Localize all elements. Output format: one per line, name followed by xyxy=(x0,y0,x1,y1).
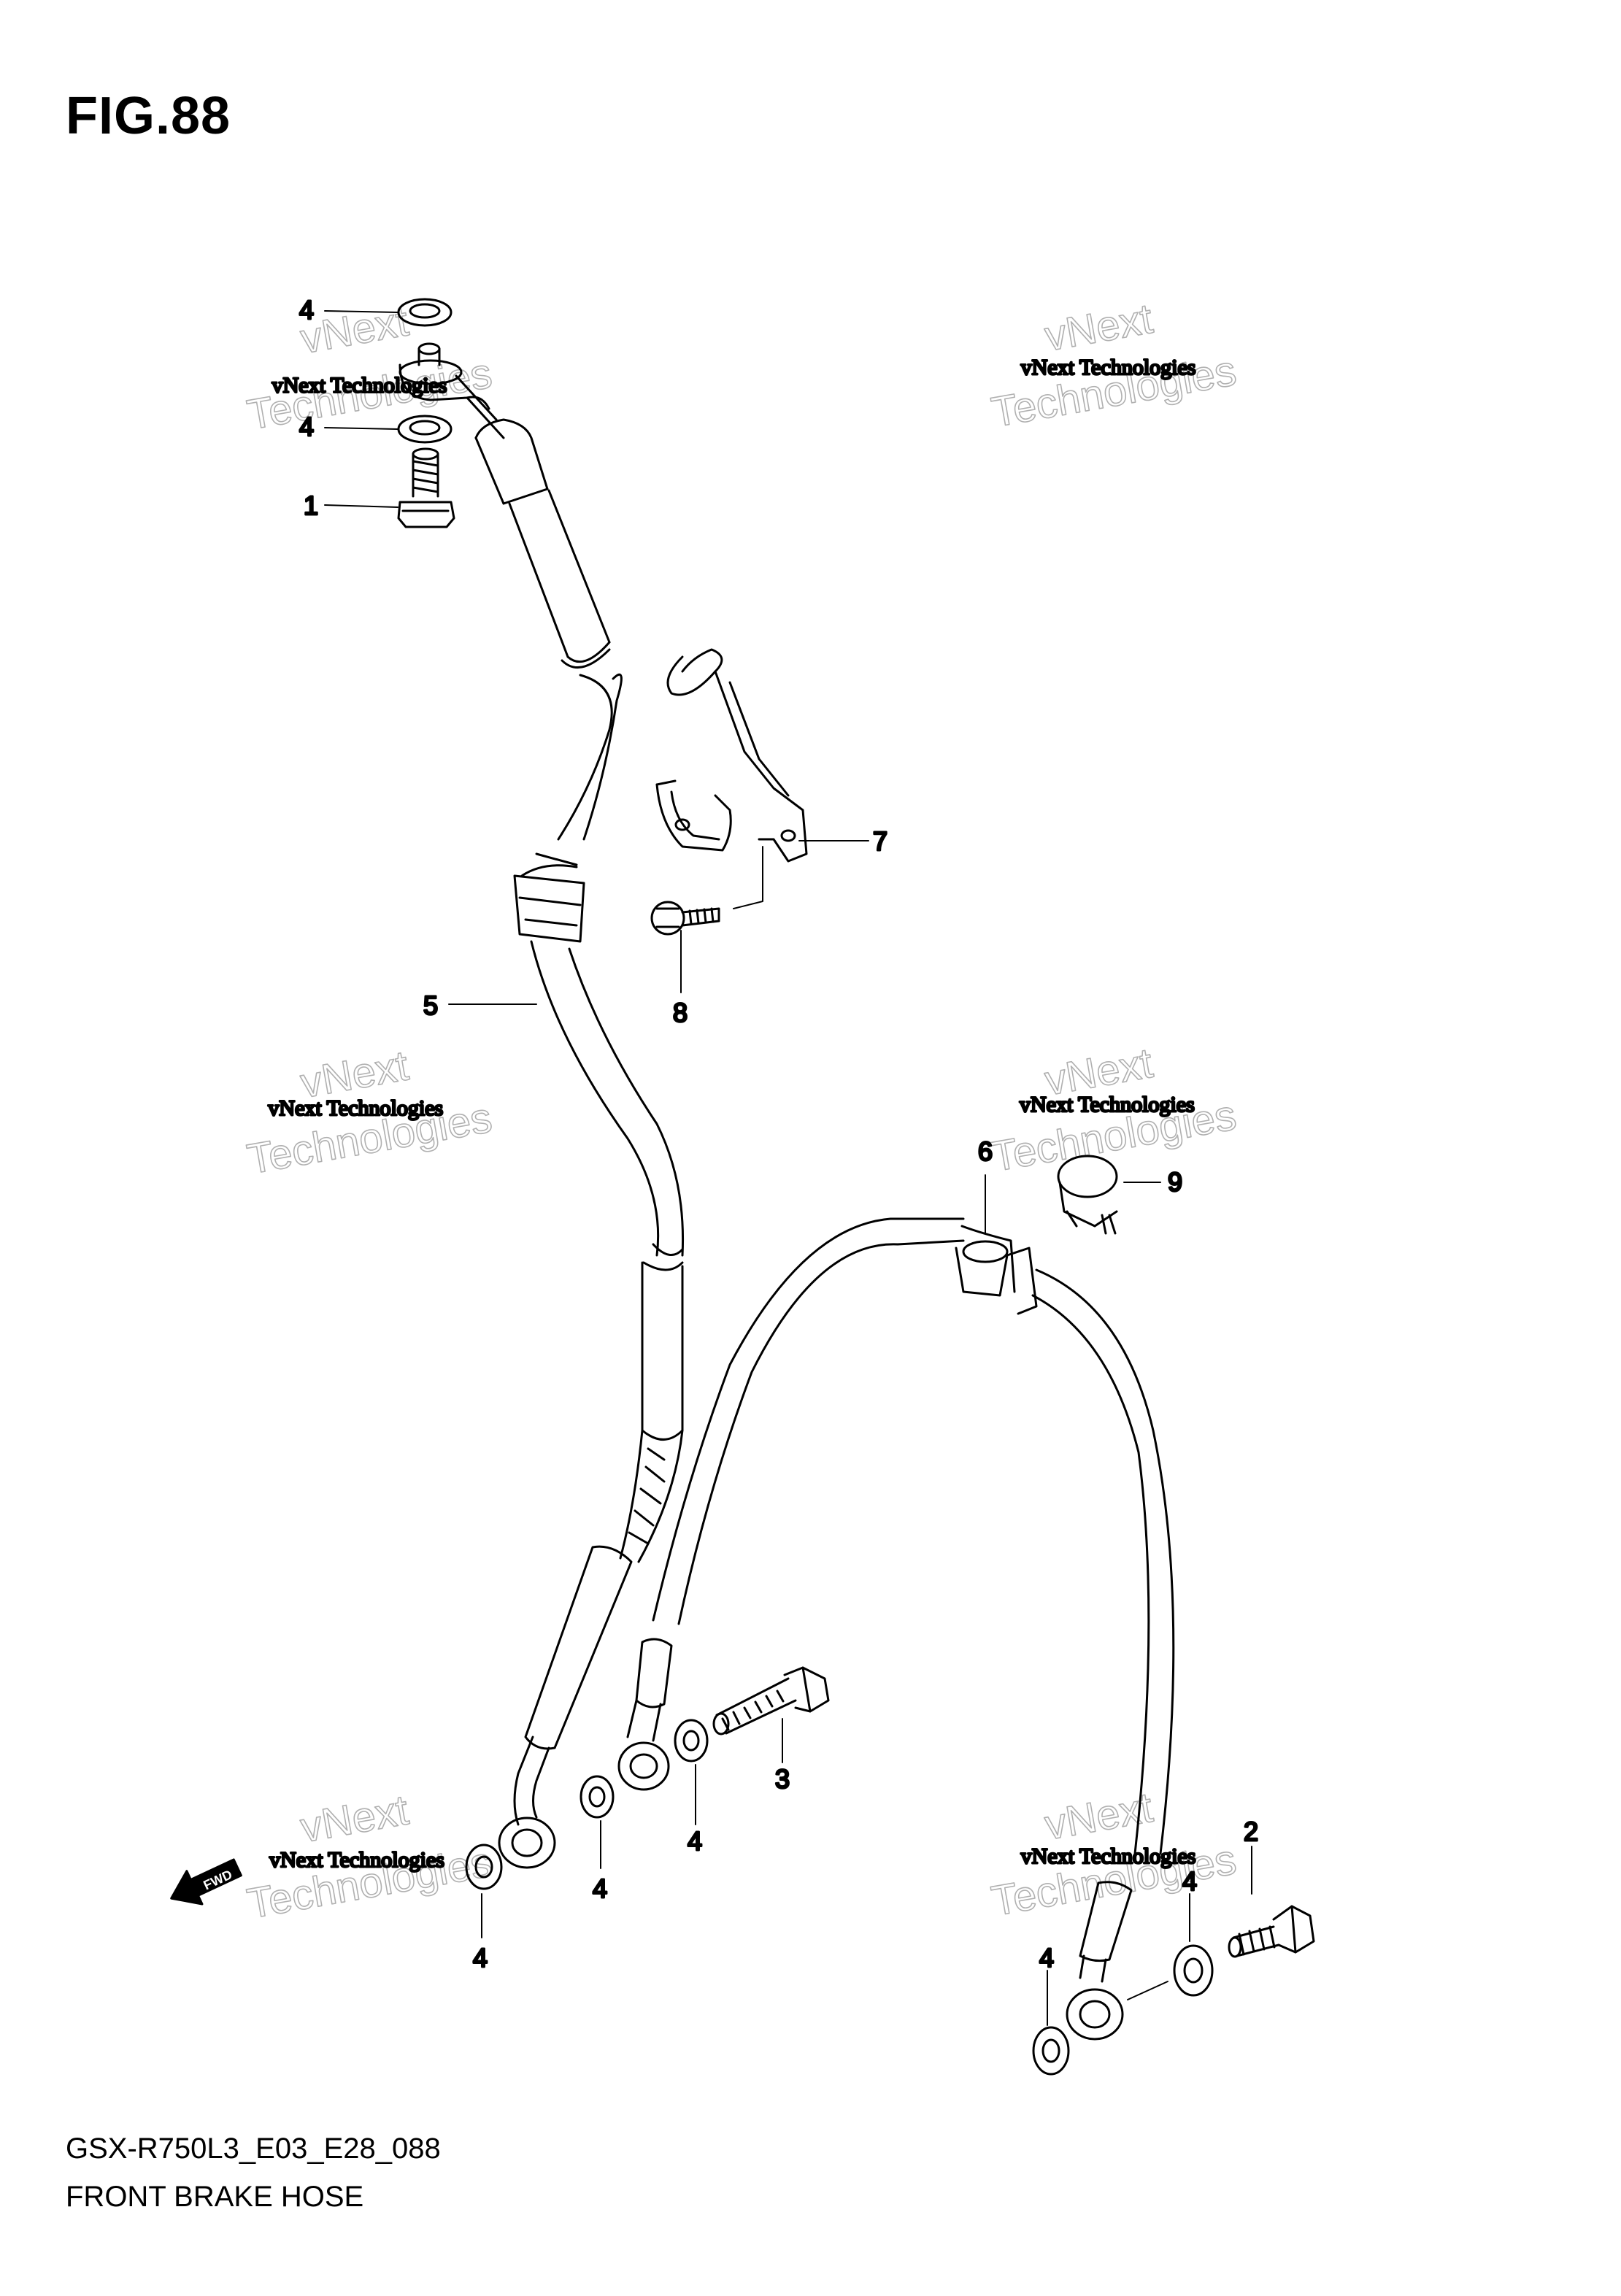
bolt-8 xyxy=(650,901,720,936)
svg-text:vNext Technologies: vNext Technologies xyxy=(272,374,447,398)
svg-text:vNext: vNext xyxy=(297,1786,412,1852)
hose-clip-9 xyxy=(1057,1155,1118,1235)
watermark-mid-right: vNext Technologies vNext Technologies xyxy=(987,1039,1240,1182)
banjo-bolt-2 xyxy=(1228,1905,1315,1958)
brake-hose-6 xyxy=(617,1217,1175,2041)
callout-4-bottom-left: 4 xyxy=(473,1943,488,1973)
banjo-fitting-top xyxy=(398,342,505,439)
figure-code: GSX-R750L3_E03_E28_088 xyxy=(66,2133,441,2165)
callout-3: 3 xyxy=(775,1764,790,1794)
brake-hose-5 xyxy=(474,418,685,1869)
banjo-bolt-1 xyxy=(397,447,455,528)
callout-5: 5 xyxy=(423,990,438,1020)
forward-arrow-icon: FWD xyxy=(170,1858,242,1906)
washer-right-lower xyxy=(1032,2026,1070,2076)
washer-mid-left xyxy=(580,1775,615,1819)
banjo-bolt-3 xyxy=(712,1666,830,1736)
svg-text:vNext: vNext xyxy=(1041,295,1156,361)
callout-4-top: 4 xyxy=(299,295,314,325)
watermark-top-left: vNext Technologies vNext Technologies xyxy=(243,297,496,440)
callout-4-mid-right: 4 xyxy=(688,1826,702,1856)
callout-4-upper: 4 xyxy=(299,412,314,442)
callout-8: 8 xyxy=(673,998,688,1028)
washer-bottom-left xyxy=(465,1844,503,1890)
svg-text:vNext Technologies: vNext Technologies xyxy=(1021,355,1196,380)
callout-7: 7 xyxy=(873,826,887,856)
callout-2: 2 xyxy=(1244,1817,1258,1846)
washer-top xyxy=(397,298,453,327)
svg-text:vNext Technologies: vNext Technologies xyxy=(1020,1093,1195,1117)
svg-text:vNext: vNext xyxy=(297,297,412,363)
washer-mid-right xyxy=(674,1719,709,1763)
callout-1: 1 xyxy=(304,490,318,520)
svg-text:vNext Technologies: vNext Technologies xyxy=(269,1848,444,1872)
hose-bracket-7 xyxy=(655,648,808,863)
figure-title: FIG.88 xyxy=(66,87,231,145)
svg-text:vNext Technologies: vNext Technologies xyxy=(1021,1844,1196,1868)
callout-9: 9 xyxy=(1168,1167,1182,1197)
callout-4-right-lower: 4 xyxy=(1039,1943,1054,1973)
callout-4-right-upper: 4 xyxy=(1182,1866,1197,1896)
watermark-mid-left: vNext Technologies vNext Technologies xyxy=(243,1041,496,1184)
callout-6: 6 xyxy=(978,1136,993,1166)
washer-right-upper xyxy=(1173,1944,1214,1997)
washer-upper xyxy=(397,415,453,444)
callout-4-mid-left: 4 xyxy=(593,1873,607,1903)
watermark-bottom-right: vNext Technologies vNext Technologies xyxy=(987,1783,1240,1926)
leader-lines xyxy=(324,310,1252,2026)
svg-text:vNext Technologies: vNext Technologies xyxy=(268,1096,443,1120)
watermark-bottom-left: vNext Technologies vNext Technologies xyxy=(243,1786,496,1929)
watermark-top-right: vNext Technologies vNext Technologies xyxy=(987,294,1240,437)
figure-name: FRONT BRAKE HOSE xyxy=(66,2181,364,2213)
